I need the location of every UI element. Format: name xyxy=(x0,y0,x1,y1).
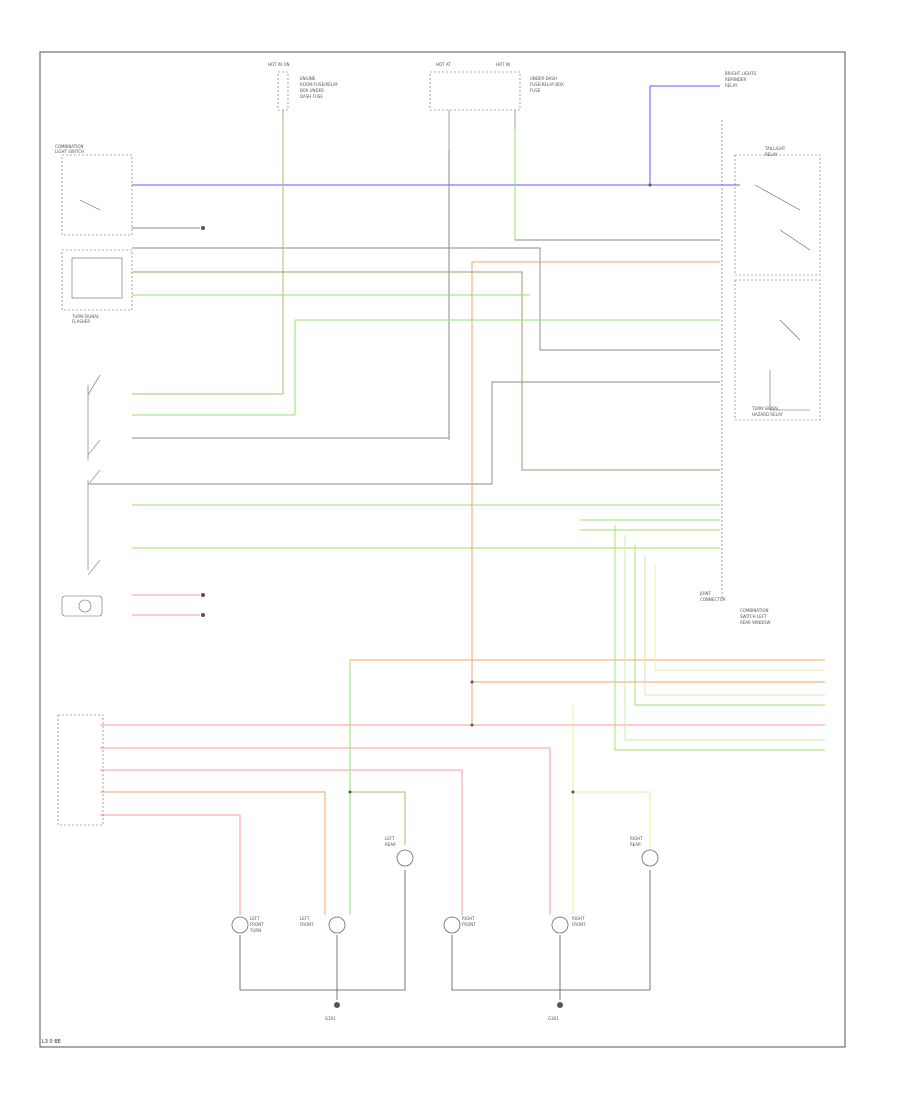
wires-light-green xyxy=(132,130,720,549)
relay-box-right xyxy=(721,120,821,600)
fuse-block-middle xyxy=(429,71,521,440)
svg-text:TURN SIGNAL: TURN SIGNAL xyxy=(71,314,100,319)
svg-text:REAR: REAR xyxy=(385,842,396,847)
svg-text:RIGHT: RIGHT xyxy=(572,916,585,921)
svg-text:FLASHER: FLASHER xyxy=(72,319,90,324)
svg-text:TURN SIGNAL: TURN SIGNAL xyxy=(751,406,780,411)
svg-text:FRONT: FRONT xyxy=(462,922,476,927)
svg-text:CONNECTOR: CONNECTOR xyxy=(700,597,726,602)
lower-connector xyxy=(57,714,104,826)
svg-text:LEFT: LEFT xyxy=(250,916,260,921)
svg-text:FUSE/RELAY BOX: FUSE/RELAY BOX xyxy=(530,82,564,87)
svg-text:HOT IN ON: HOT IN ON xyxy=(268,62,289,67)
combination-switch-top xyxy=(61,154,133,311)
wires-orange xyxy=(100,261,825,915)
svg-text:JOINT: JOINT xyxy=(699,591,712,596)
svg-text:G301: G301 xyxy=(548,1016,559,1021)
svg-text:COMBINATION: COMBINATION xyxy=(55,144,84,149)
svg-text:RELAY: RELAY xyxy=(765,152,778,157)
svg-text:SWITCH LEFT: SWITCH LEFT xyxy=(740,614,767,619)
svg-text:RIGHT: RIGHT xyxy=(462,916,475,921)
svg-text:FUSE: FUSE xyxy=(530,88,541,93)
svg-text:LEFT: LEFT xyxy=(385,836,395,841)
svg-text:HAZARD RELAY: HAZARD RELAY xyxy=(752,412,783,417)
footer-code: L3 0 BE xyxy=(42,1039,61,1045)
svg-text:LEFT: LEFT xyxy=(300,916,310,921)
junction-dots xyxy=(201,183,652,794)
wires-pink xyxy=(100,594,825,915)
wires-ground xyxy=(239,870,651,1000)
svg-text:HOT IN: HOT IN xyxy=(496,62,510,67)
svg-text:FRONT: FRONT xyxy=(300,922,314,927)
wire-yellow-black xyxy=(132,120,284,395)
svg-text:HOT AT: HOT AT xyxy=(436,62,451,67)
turn-switch-assembly xyxy=(61,374,103,617)
svg-text:REAR WINDOW: REAR WINDOW xyxy=(740,620,770,625)
ground-symbol-left: G201 xyxy=(325,1002,340,1021)
svg-text:BRIGHT LIGHTS: BRIGHT LIGHTS xyxy=(725,71,756,76)
svg-text:G201: G201 xyxy=(325,1016,336,1021)
svg-text:BOX UNDER: BOX UNDER xyxy=(300,88,324,93)
svg-text:DASH FUSE: DASH FUSE xyxy=(300,94,323,99)
wires-right-bus xyxy=(580,519,825,751)
svg-text:TAILLIGHT: TAILLIGHT xyxy=(764,146,786,151)
svg-text:REAR: REAR xyxy=(630,842,641,847)
svg-text:TURN: TURN xyxy=(249,928,261,933)
ground-symbol-right: G301 xyxy=(548,1002,563,1021)
svg-text:LIGHT SWITCH: LIGHT SWITCH xyxy=(55,149,84,154)
svg-text:FRONT: FRONT xyxy=(250,922,264,927)
wire-blue xyxy=(132,85,720,186)
diagram-border xyxy=(39,51,846,1048)
svg-text:UNDER-DASH: UNDER-DASH xyxy=(530,76,557,81)
svg-text:FRONT: FRONT xyxy=(572,922,586,927)
svg-text:REMINDER: REMINDER xyxy=(725,77,747,82)
wires-gray xyxy=(90,150,720,485)
svg-text:RELAY: RELAY xyxy=(725,83,738,88)
wires-lamps xyxy=(349,660,651,915)
svg-text:ROOM FUSE/RELAY: ROOM FUSE/RELAY xyxy=(300,82,338,87)
svg-text:RIGHT: RIGHT xyxy=(630,836,643,841)
wire-olive xyxy=(132,271,720,471)
svg-text:COMBINATION: COMBINATION xyxy=(740,608,769,613)
svg-text:ENGINE: ENGINE xyxy=(300,76,316,81)
